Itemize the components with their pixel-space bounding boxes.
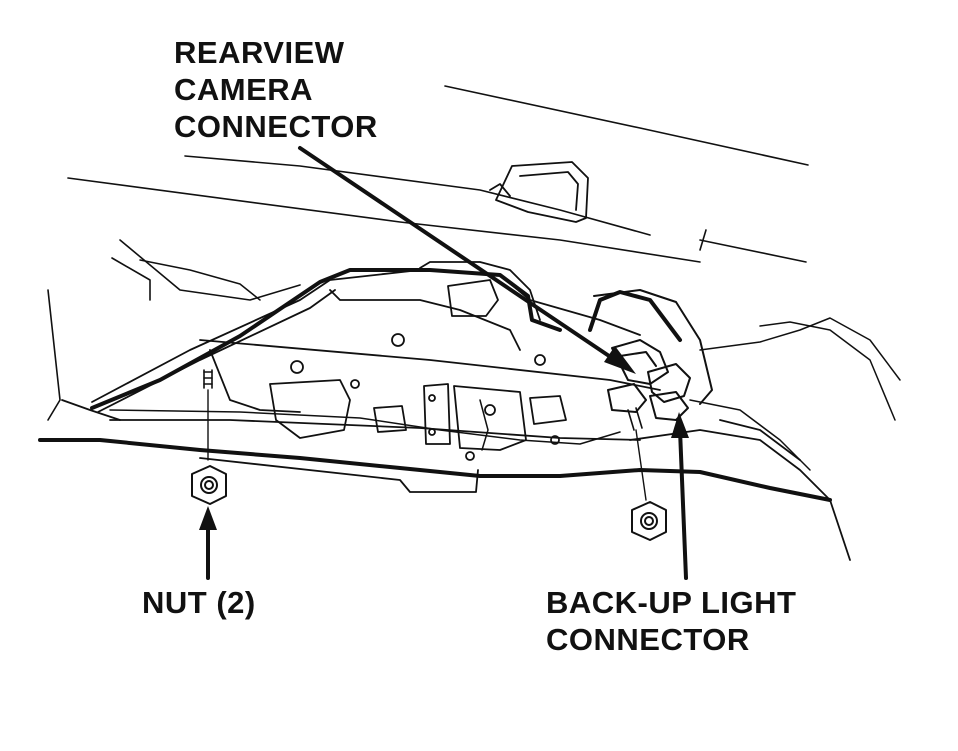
wire-harness xyxy=(38,268,832,502)
backup-light-leader xyxy=(678,428,688,580)
nut-arrow-head xyxy=(199,506,217,530)
connector-cluster xyxy=(593,289,713,421)
nut-install-lines xyxy=(207,389,647,501)
lower-sill xyxy=(199,419,851,561)
backup-light-arrow-head xyxy=(671,412,689,438)
garnish-panel xyxy=(61,261,661,461)
backup-light-connector-label: BACK-UP LIGHT CONNECTOR xyxy=(546,585,797,657)
nut-studs xyxy=(203,369,643,431)
rearview-camera-leader xyxy=(298,146,620,364)
rearview-camera-arrow-head xyxy=(604,346,636,374)
nut-right xyxy=(631,501,667,541)
arrow-heads xyxy=(199,346,689,530)
body-panel-lines xyxy=(47,85,809,421)
nut-label: NUT (2) xyxy=(142,585,256,620)
nut-left xyxy=(191,465,227,505)
thin-wires xyxy=(109,259,901,471)
camera-bracket xyxy=(489,161,589,223)
rearview-camera-connector-label: REARVIEW CAMERA CONNECTOR xyxy=(174,35,378,144)
